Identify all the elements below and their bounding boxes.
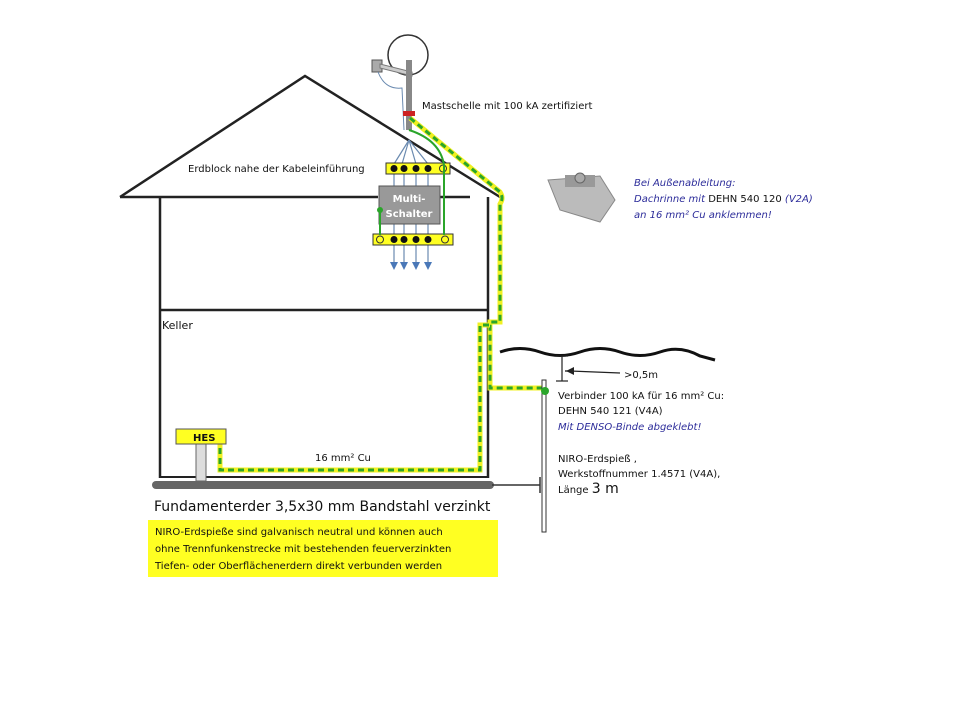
earth-block-label: Erdblock nahe der Kabeleinführung (188, 164, 365, 175)
connector-line2: DEHN 540 121 (V4A) (558, 406, 663, 417)
hes-post (195, 443, 207, 482)
ground-surface (499, 347, 716, 362)
rod-connector (541, 387, 549, 395)
internal-earth-wire (408, 129, 445, 235)
info-line1: NIRO-Erdspieße sind galvanisch neutral u… (155, 527, 443, 538)
basement-label: Keller (162, 319, 193, 332)
multiswitch-label-2: Schalter (386, 209, 433, 220)
roof (119, 74, 501, 199)
mast-clamp (403, 111, 415, 116)
info-line3: Tiefen- oder Oberflächenerdern direkt ve… (154, 561, 442, 572)
connector-line1: Verbinder 100 kA für 16 mm² Cu: (558, 391, 724, 402)
depth-label: >0,5m (624, 370, 658, 381)
hes-label: HES (193, 433, 215, 444)
hes-box (175, 428, 227, 445)
depth-arrow-icon (566, 367, 574, 375)
info-line2: ohne Trennfunkenstrecke mit bestehenden … (155, 544, 451, 555)
cable-label: 16 mm² Cu (315, 453, 371, 464)
gutter-clamp-image (547, 172, 616, 223)
earth-rod (541, 379, 547, 533)
house-outline (119, 74, 501, 478)
connector-line3: Mit DENSO-Binde abgeklebt! (558, 422, 701, 433)
rod-line2: Werkstoffnummer 1.4571 (V4A), (558, 469, 720, 480)
earth-block-top (385, 162, 451, 175)
earthing-cable-16mm (217, 116, 545, 473)
output-arrows (390, 262, 432, 270)
rod-line1: NIRO-Erdspieß , (558, 454, 637, 465)
rod-line3: Länge 3 m (558, 481, 619, 497)
mast-clamp-label: Mastschelle mit 100 kA zertifiziert (422, 101, 592, 112)
outside-note-line3: an 16 mm² Cu anklemmen! (634, 210, 772, 221)
info-box (148, 520, 498, 577)
earth-block-bottom (372, 233, 454, 246)
depth-marker (556, 355, 621, 382)
foundation-label: Fundamenterder 3,5x30 mm Bandstahl verzi… (154, 499, 491, 515)
outside-note-line1: Bei Außenableitung: (634, 178, 735, 189)
multiswitch (378, 185, 441, 225)
outside-note-line2: Dachrinne mit DEHN 540 120 (V2A) (634, 194, 813, 205)
multiswitch-label-1: Multi- (393, 194, 426, 205)
satellite-dish (371, 34, 429, 131)
